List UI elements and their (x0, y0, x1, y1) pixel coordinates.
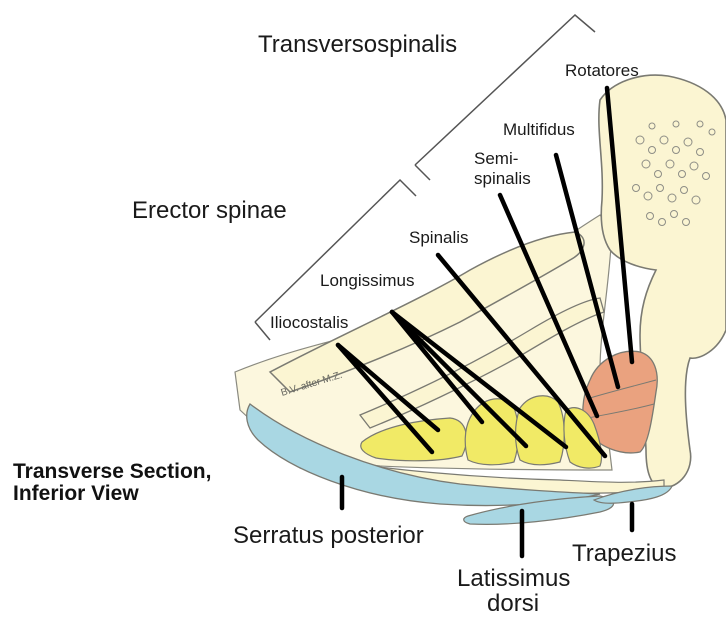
latissimus-label-line1: Latissimus (457, 566, 570, 591)
section-title-line1: Transverse Section, (13, 461, 211, 483)
serratus-posterior-label: Serratus posterior (233, 523, 424, 548)
spinalis-label: Spinalis (409, 229, 469, 247)
latissimus-label-line2: dorsi (487, 591, 539, 616)
rotatores-label: Rotatores (565, 62, 639, 80)
semispinalis-label-line1: Semi- (474, 150, 518, 168)
trapezius-label: Trapezius (572, 541, 676, 566)
iliocostalis-label: Iliocostalis (270, 314, 348, 332)
erector-spinae-label: Erector spinae (132, 198, 287, 223)
transversospinalis-label: Transversospinalis (258, 32, 457, 57)
multifidus-label: Multifidus (503, 121, 575, 139)
longissimus-label: Longissimus (320, 272, 415, 290)
semispinalis-label-line2: spinalis (474, 170, 531, 188)
section-title-line2: Inferior View (13, 483, 139, 505)
erector-bundle-3 (516, 396, 565, 465)
